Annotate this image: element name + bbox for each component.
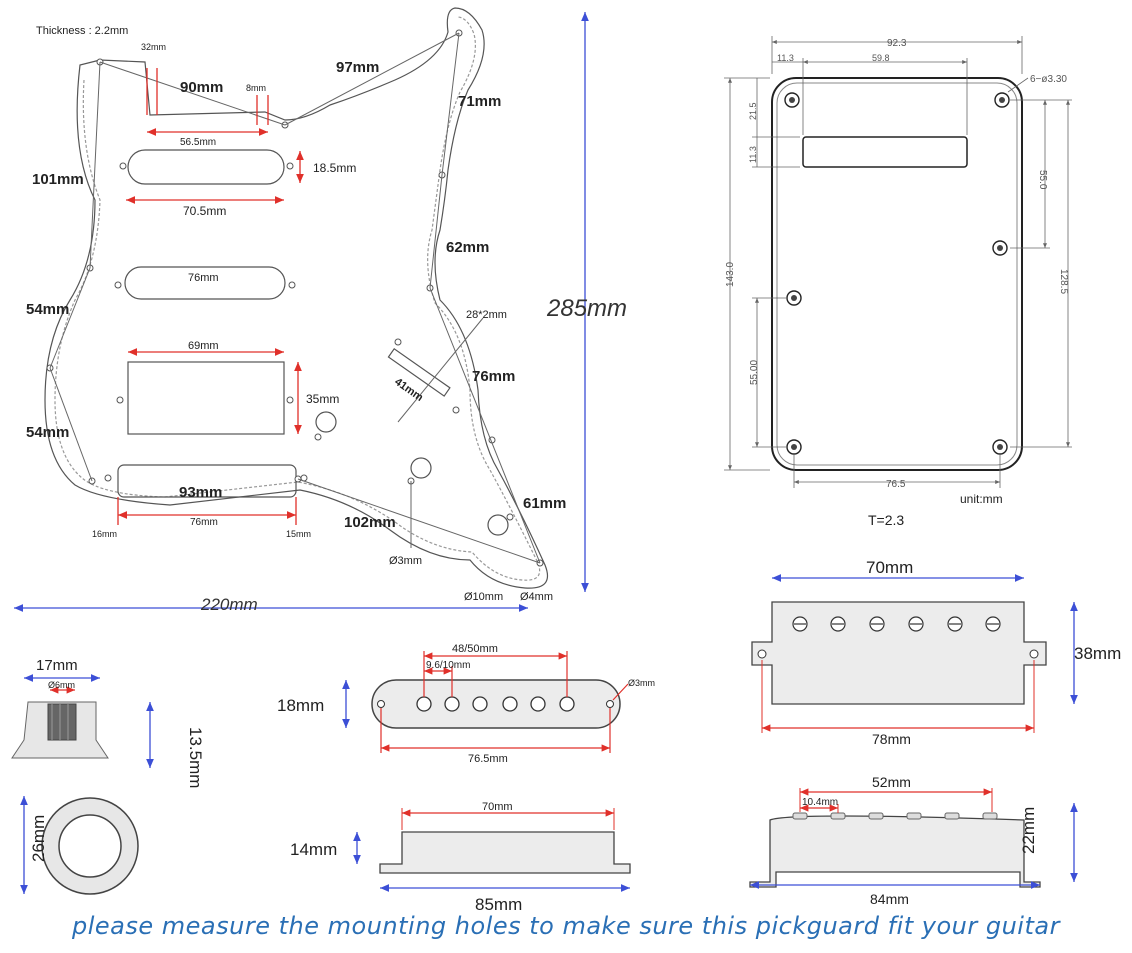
humbucker-side-drawing: 52mm 10.4mm 22mm 84mm	[749, 774, 1078, 907]
svg-text:8mm: 8mm	[246, 83, 266, 93]
svg-text:56.5mm: 56.5mm	[180, 137, 216, 148]
knob-side-drawing: 17mm Ø6mm 13.5mm	[11, 657, 205, 788]
svg-text:143.0: 143.0	[725, 262, 736, 287]
knob-hole-2	[410, 457, 432, 479]
svg-text:70mm: 70mm	[482, 801, 513, 813]
svg-text:78mm: 78mm	[872, 731, 911, 747]
svg-text:70.5mm: 70.5mm	[183, 204, 226, 218]
svg-text:54mm: 54mm	[26, 424, 69, 441]
backplate-outline	[771, 77, 1023, 471]
single-coil-top-drawing: 48/50mm 9.6/10mm Ø3mm 18mm 76.5mm	[277, 643, 655, 765]
svg-text:54mm: 54mm	[26, 301, 69, 318]
pickguard-drawing	[44, 7, 549, 589]
svg-text:59.8: 59.8	[872, 53, 890, 63]
svg-text:18.5mm: 18.5mm	[313, 161, 356, 175]
humbucker-top-drawing: 70mm 38mm 78mm	[751, 558, 1121, 747]
width-220-label: 220mm	[200, 595, 258, 614]
svg-text:9.6/10mm: 9.6/10mm	[426, 660, 470, 671]
svg-text:38mm: 38mm	[1074, 644, 1121, 663]
svg-text:52mm: 52mm	[872, 774, 911, 790]
svg-text:48/50mm: 48/50mm	[452, 643, 498, 655]
bridge-humbucker-cutout	[127, 361, 285, 435]
backplate-drawing: 92.3 11.3 59.8 6−ø3.30 21.5 11.3 55.0 14…	[724, 36, 1072, 528]
knob-hole-1	[315, 411, 337, 433]
svg-text:62mm: 62mm	[446, 239, 489, 256]
svg-text:Ø3mm: Ø3mm	[628, 678, 655, 688]
svg-text:Ø4mm: Ø4mm	[520, 591, 553, 603]
unit-label: unit:mm	[960, 492, 1003, 506]
svg-text:70mm: 70mm	[866, 558, 913, 577]
svg-text:14mm: 14mm	[290, 840, 337, 859]
svg-text:21.5: 21.5	[748, 102, 758, 120]
svg-text:6−ø3.30: 6−ø3.30	[1030, 74, 1067, 85]
svg-text:11.3: 11.3	[777, 53, 794, 63]
svg-text:90mm: 90mm	[180, 79, 223, 96]
svg-text:32mm: 32mm	[141, 42, 166, 52]
knob-top-drawing: 26mm	[20, 796, 139, 895]
svg-text:18mm: 18mm	[277, 696, 324, 715]
svg-text:Ø6mm: Ø6mm	[48, 680, 75, 690]
svg-text:71mm: 71mm	[458, 93, 501, 110]
svg-text:128.5: 128.5	[1058, 269, 1069, 294]
pickguard-blue-dims	[14, 12, 589, 612]
svg-text:35mm: 35mm	[306, 392, 339, 406]
svg-text:76mm: 76mm	[188, 272, 219, 284]
svg-text:Ø10mm: Ø10mm	[464, 591, 503, 603]
thickness-label: Thickness : 2.2mm	[36, 25, 128, 37]
svg-text:61mm: 61mm	[523, 495, 566, 512]
knob-hole-3	[487, 514, 509, 536]
svg-text:17mm: 17mm	[36, 657, 78, 674]
svg-text:92.3: 92.3	[887, 38, 907, 49]
svg-text:55.00: 55.00	[749, 360, 760, 385]
thickness-t-label: T=2.3	[868, 512, 904, 528]
svg-text:22mm: 22mm	[1019, 807, 1038, 854]
switch-slot	[387, 347, 451, 397]
svg-text:15mm: 15mm	[286, 529, 311, 539]
backplate-slot	[802, 136, 968, 168]
svg-text:76.5mm: 76.5mm	[468, 753, 508, 765]
svg-text:76.5: 76.5	[886, 479, 906, 490]
pickguard-red-dims	[117, 68, 304, 525]
footer-note: please measure the mounting holes to mak…	[72, 912, 1060, 940]
svg-text:102mm: 102mm	[344, 514, 396, 531]
svg-text:101mm: 101mm	[32, 171, 84, 188]
svg-text:13.5mm: 13.5mm	[186, 727, 205, 788]
neck-pickup-cutout	[127, 149, 285, 185]
svg-text:97mm: 97mm	[336, 59, 379, 76]
middle-pickup-cutout	[124, 266, 286, 300]
svg-text:11.3: 11.3	[748, 146, 758, 163]
svg-text:76mm: 76mm	[472, 368, 515, 385]
height-285-label: 285mm	[546, 295, 627, 322]
svg-text:28*2mm: 28*2mm	[466, 309, 507, 321]
svg-text:85mm: 85mm	[475, 895, 522, 914]
svg-text:76mm: 76mm	[190, 517, 218, 528]
svg-text:Ø3mm: Ø3mm	[389, 555, 422, 567]
svg-text:26mm: 26mm	[29, 815, 48, 862]
pickguard-outline	[44, 7, 549, 589]
svg-text:84mm: 84mm	[870, 891, 909, 907]
single-coil-side-drawing: 70mm 14mm 85mm	[290, 801, 631, 914]
svg-text:10.4mm: 10.4mm	[802, 797, 838, 808]
svg-text:55.0: 55.0	[1037, 170, 1048, 190]
svg-text:16mm: 16mm	[92, 529, 117, 539]
svg-text:69mm: 69mm	[188, 340, 219, 352]
svg-text:93mm: 93mm	[179, 484, 222, 501]
